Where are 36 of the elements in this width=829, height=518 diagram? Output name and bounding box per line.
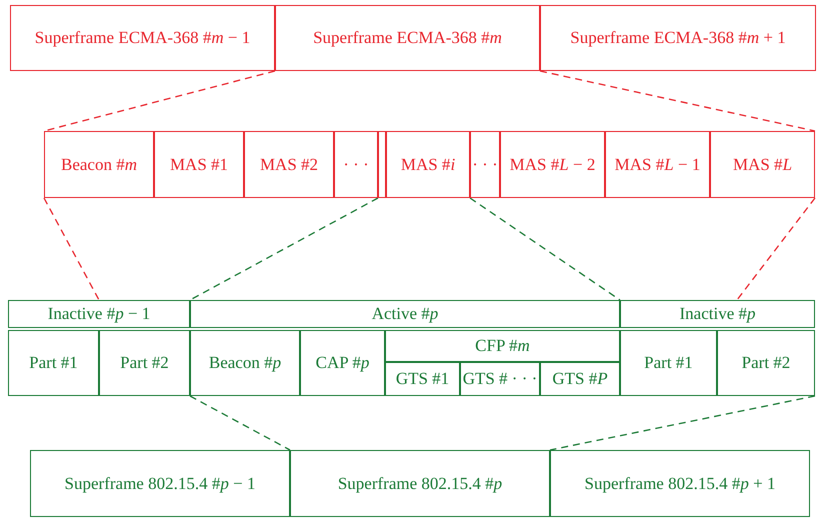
slot-box: Part #2	[717, 330, 815, 396]
slot-box: Part #1	[620, 330, 717, 396]
slot-box: MAS #1	[154, 131, 244, 198]
period-band: Inactive #p − 1	[8, 300, 190, 328]
slot-box: MAS #L − 2	[500, 131, 605, 198]
superframe-box: Superframe ECMA-368 #m	[275, 5, 540, 71]
slot-box: MAS #2	[244, 131, 334, 198]
slot-box	[378, 131, 386, 198]
slot-box: Part #1	[8, 330, 99, 396]
slot-box: Beacon #p	[190, 330, 300, 396]
zoom-line	[540, 70, 816, 132]
superframe-box: Superframe ECMA-368 #m − 1	[10, 5, 275, 71]
slot-box: CFP #m	[385, 330, 620, 362]
slot-box: · · ·	[334, 131, 378, 198]
slot-box: · · ·	[470, 131, 500, 198]
slot-box: GTS # · · ·	[460, 362, 540, 396]
zoom-line	[550, 395, 816, 451]
slot-box: Part #2	[99, 330, 190, 396]
zoom-line	[190, 395, 290, 451]
superframe-box: Superframe 802.15.4 #p	[290, 450, 550, 517]
slot-box: MAS #L − 1	[605, 131, 710, 198]
zoom-line	[470, 197, 620, 301]
period-band: Active #p	[190, 300, 620, 328]
superframe-box: Superframe 802.15.4 #p + 1	[550, 450, 810, 517]
superframe-box: Superframe 802.15.4 #p − 1	[30, 450, 290, 517]
slot-box: GTS #P	[540, 362, 620, 396]
slot-box: GTS #1	[385, 362, 460, 396]
zoom-line	[736, 198, 816, 300]
superframe-box: Superframe ECMA-368 #m + 1	[540, 5, 816, 71]
zoom-line	[190, 197, 378, 301]
slot-box: Beacon #m	[44, 131, 154, 198]
zoom-line	[43, 198, 100, 300]
slot-box: MAS #L	[710, 131, 815, 198]
slot-box: CAP #p	[300, 330, 385, 396]
period-band: Inactive #p	[620, 300, 815, 328]
slot-box: MAS #i	[386, 131, 470, 198]
